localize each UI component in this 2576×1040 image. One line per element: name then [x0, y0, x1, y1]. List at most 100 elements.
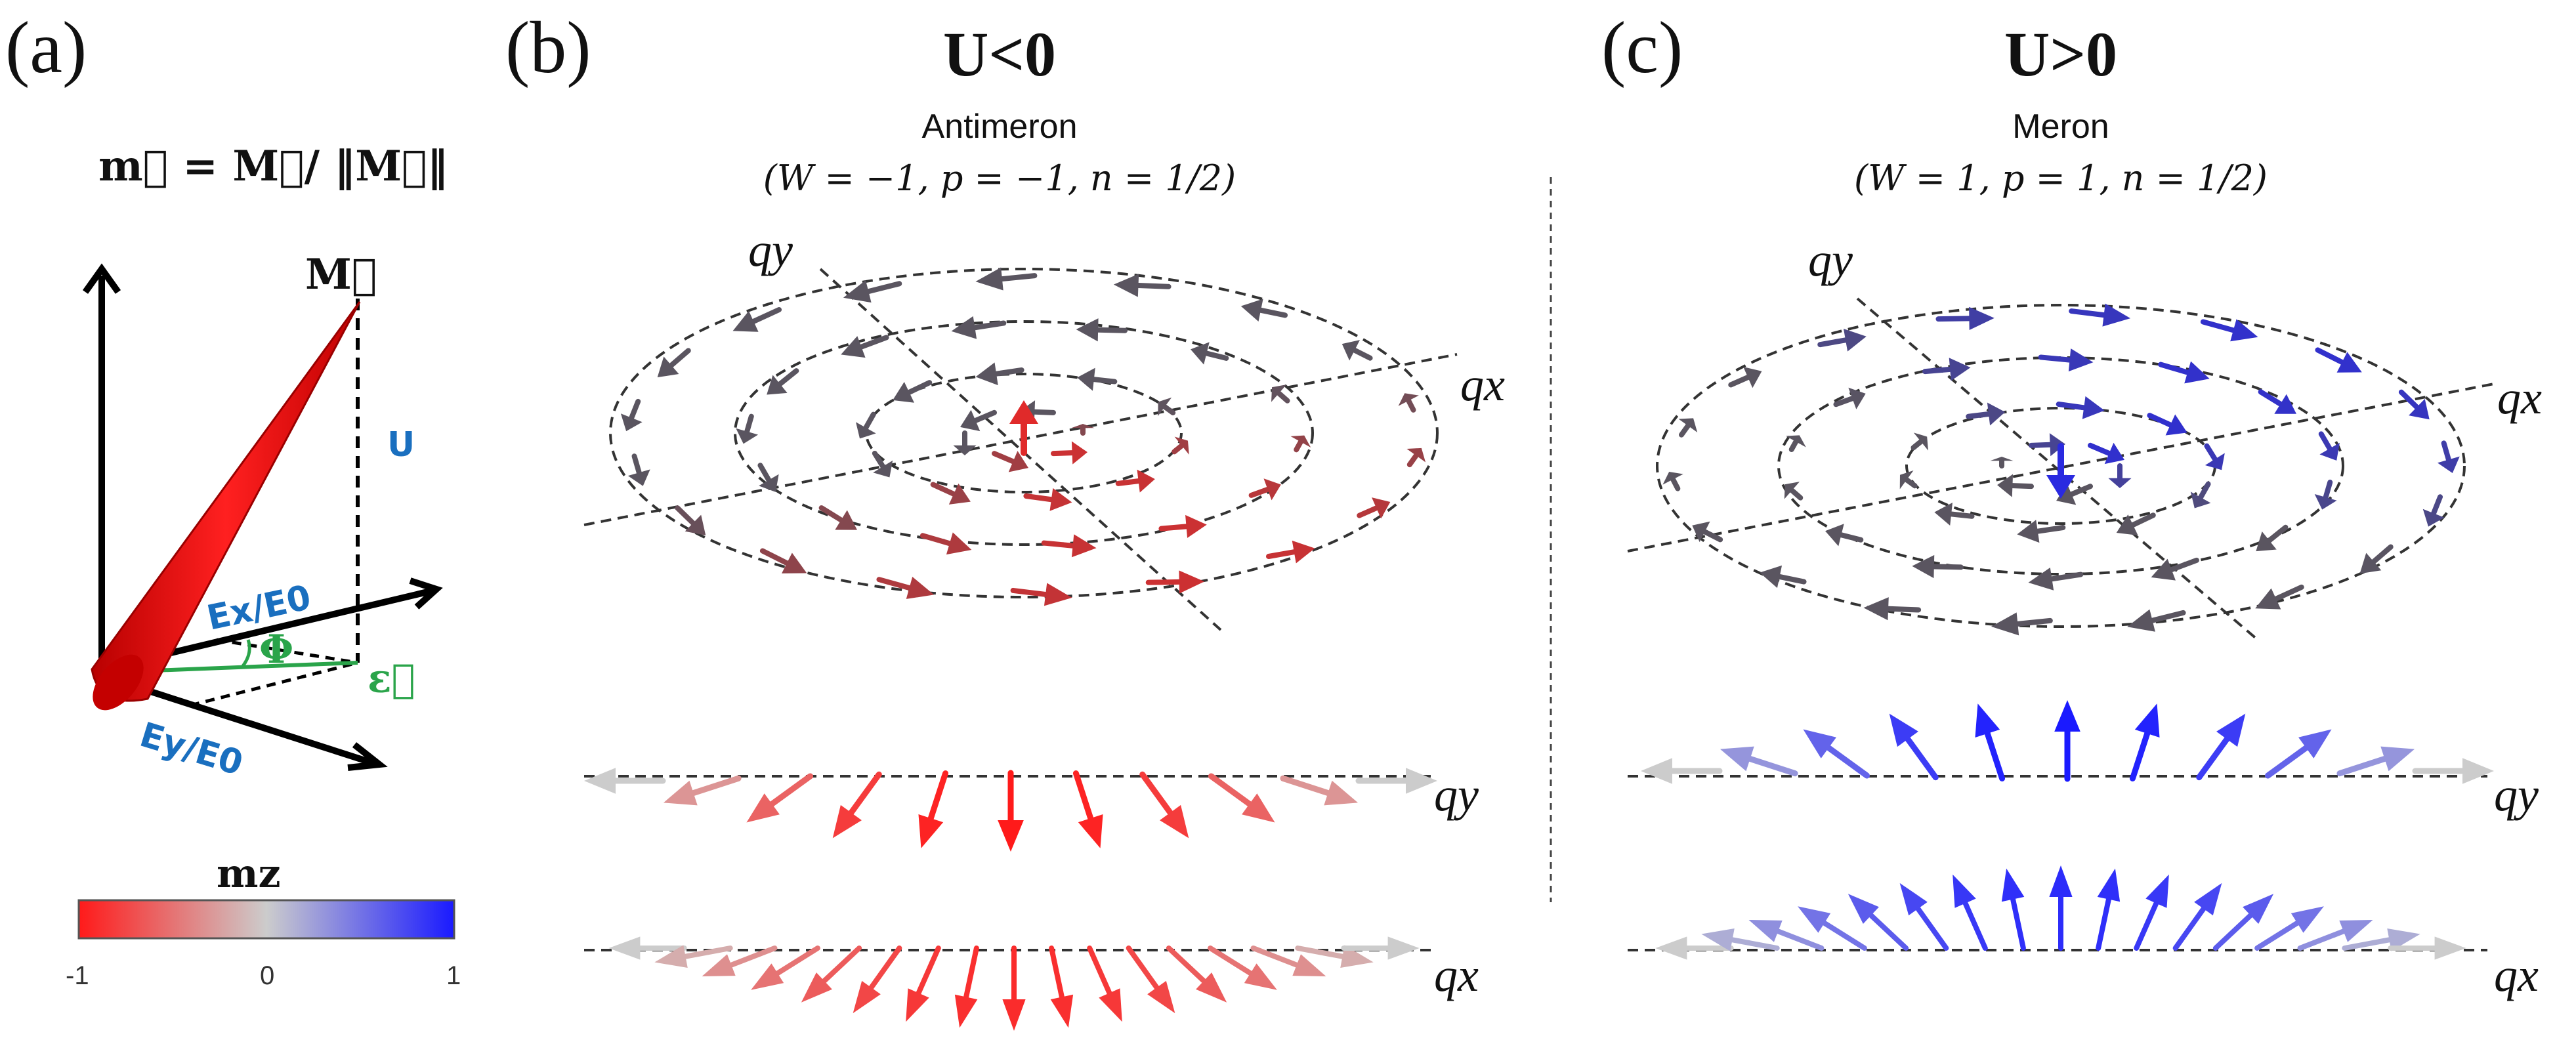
- ey-label: Ey/E0: [135, 715, 247, 783]
- b-qx-arrows-arrow-head: [906, 988, 929, 1022]
- c-arrows-arrow-head: [2108, 478, 2132, 488]
- c-arrows-arrow-shaft: [2258, 389, 2283, 407]
- b-arrows-arrow-shaft: [1091, 377, 1118, 385]
- b-arrows-arrow-head: [1191, 342, 1210, 365]
- b-qx-arrows-arrow-head: [702, 954, 736, 977]
- c-qx-arrows-arrow-shaft: [2010, 896, 2026, 951]
- c-arrows-arrow-head: [2256, 531, 2277, 552]
- c-arrows-arrow-shaft: [1702, 529, 1723, 543]
- c-arrows-arrow-shaft: [1678, 423, 1691, 438]
- b-arrows-arrow-head: [620, 413, 643, 432]
- ey-projection-line: [190, 661, 358, 707]
- c-qy-arrows-arrow-head: [1975, 703, 2000, 738]
- b-arrows-arrow-shaft: [992, 451, 1016, 465]
- c-arrows-arrow-head: [2274, 394, 2296, 414]
- b-qy-arrows-arrow-shaft: [848, 771, 882, 816]
- c-qx-arrows-arrow-head: [2097, 868, 2121, 902]
- b-qx-arrows-arrow-shaft: [1250, 946, 1299, 968]
- c-qx-arrows-arrow-shaft: [2172, 905, 2206, 951]
- c-qy-arrows-arrow-head: [1641, 758, 1672, 784]
- c-arrows-arrow-head: [2359, 552, 2382, 574]
- b-arrows-arrow-head: [951, 316, 977, 339]
- b-qy-arrows-arrow-head: [1242, 793, 1275, 823]
- c-arrows-arrow-shaft: [1728, 375, 1751, 388]
- b-arrows-arrow-shaft: [675, 505, 696, 526]
- b-arrows-arrow-shaft: [777, 368, 799, 387]
- b-qx-arrows-arrow-shaft: [1049, 946, 1065, 1000]
- c-qx-arrows-arrow-shaft: [2254, 920, 2300, 951]
- u-label: U: [387, 425, 415, 465]
- b-qy-arrows-arrow-shaft: [1280, 775, 1331, 797]
- b-qy-arrows-arrow-shaft: [769, 773, 814, 807]
- b-arrows-arrow-head: [835, 510, 857, 530]
- panel-c-qx-cut-label: qx: [2494, 949, 2539, 1001]
- b-arrows-arrow-shaft: [1258, 307, 1288, 318]
- b-qy-arrows-arrow-shaft: [1139, 771, 1173, 816]
- panel-b-name: Antimeron: [922, 108, 1078, 146]
- b-arrows-arrow-head: [1263, 478, 1281, 501]
- panel-b-title: U<0: [943, 19, 1056, 89]
- b-qy-arrows-arrow-head: [918, 814, 944, 848]
- c-arrows-arrow-head: [1997, 474, 2014, 497]
- c-arrows-arrow-head: [2068, 348, 2094, 372]
- b-arrows-arrow-head: [1071, 424, 1095, 428]
- c-qx-arrows-arrow-shaft: [1775, 928, 1825, 951]
- b-qx-arrows-arrow-head: [1050, 994, 1074, 1028]
- colorbar: [77, 899, 455, 940]
- b-arrows-arrow-shaft: [1357, 505, 1380, 518]
- c-arrows-arrow-head: [1743, 366, 1762, 388]
- b-qx-arrows-arrow-head: [1099, 988, 1122, 1022]
- panel-c-qy-label: qy: [1808, 234, 1853, 286]
- c-arrows-arrow-head: [1934, 502, 1953, 526]
- b-arrows-arrow-head: [1341, 340, 1360, 361]
- panel-c-3d-view: qy qx: [1627, 234, 2542, 641]
- b-arrows-center-arrow-head: [1009, 400, 1038, 424]
- b-arrows-arrow-shaft: [1158, 524, 1189, 531]
- b-qy-arrows-arrow-head: [1406, 768, 1437, 794]
- b-arrows-arrow-head: [841, 336, 866, 358]
- c-qx-arrows-arrow-head: [2434, 936, 2466, 960]
- b-arrows-arrow-head: [1240, 299, 1263, 322]
- c-arrows-arrow-head: [1785, 435, 1806, 447]
- b-arrows-arrow-shaft: [872, 450, 886, 470]
- c-qx-arrows-arrow-head: [2387, 928, 2420, 951]
- c-arrows-arrow-shaft: [2371, 544, 2394, 564]
- c-qy-arrows-arrow-head: [2134, 703, 2160, 738]
- b-arrows-arrow-shaft: [919, 533, 952, 547]
- c-arrows-arrow-head: [2255, 588, 2281, 610]
- epsilon-label: ε⃗: [368, 656, 415, 702]
- panel-b-3d-view: qy qx: [583, 224, 1505, 631]
- c-arrows-arrow-head: [1692, 521, 1710, 543]
- b-qx-arrows-arrow-head: [1387, 936, 1420, 960]
- c-arrows-arrow-head: [2017, 520, 2040, 543]
- b-qx-arrows-arrow-head: [1292, 954, 1326, 977]
- c-arrows-arrow-head: [2127, 609, 2155, 632]
- c-arrows-arrow-shaft: [1777, 573, 1807, 585]
- c-arrows-arrow-shaft: [2315, 347, 2345, 365]
- colorbar-tick-max: 1: [446, 961, 461, 990]
- b-arrows-arrow-head: [732, 310, 759, 332]
- b-arrows-arrow-shaft: [999, 273, 1038, 282]
- panel-a-label: (a): [5, 7, 87, 89]
- b-qy-arrows-arrow-shaft: [927, 770, 949, 822]
- ey-axis-arrowhead: [347, 742, 388, 771]
- b-arrows-arrow-head: [1185, 514, 1207, 538]
- c-arrows-arrow-head: [1662, 472, 1683, 485]
- b-arrows-arrow-shaft: [973, 409, 997, 423]
- c-arrows-arrow-head: [2082, 396, 2105, 419]
- c-qx-arrows-arrow-head: [1701, 928, 1735, 951]
- b-arrows-arrow-shaft: [1095, 327, 1128, 333]
- magnetization-formula: m⃗ = M⃗/ ‖M⃗‖: [98, 142, 448, 191]
- c-arrows-arrow-head: [2028, 567, 2054, 591]
- c-qx-arrows-arrow-shaft: [1915, 905, 1949, 951]
- panel-c-params: (W = 1, p = 1, n = 1/2): [1854, 157, 2268, 199]
- c-arrows-arrow-head: [2230, 319, 2258, 342]
- b-arrows-arrow-shaft: [1115, 478, 1141, 486]
- c-arrows-arrow-shaft: [2200, 319, 2236, 333]
- panel-c-qx-label: qx: [2497, 371, 2542, 424]
- c-qy-arrows-arrow-shaft: [1905, 736, 1939, 781]
- b-arrows-arrow-head: [767, 375, 788, 395]
- panel-b-qy-cut: qy: [584, 768, 1479, 852]
- c-arrows-arrow-shaft: [1935, 316, 1972, 322]
- b-arrows-arrow-shaft: [759, 548, 790, 566]
